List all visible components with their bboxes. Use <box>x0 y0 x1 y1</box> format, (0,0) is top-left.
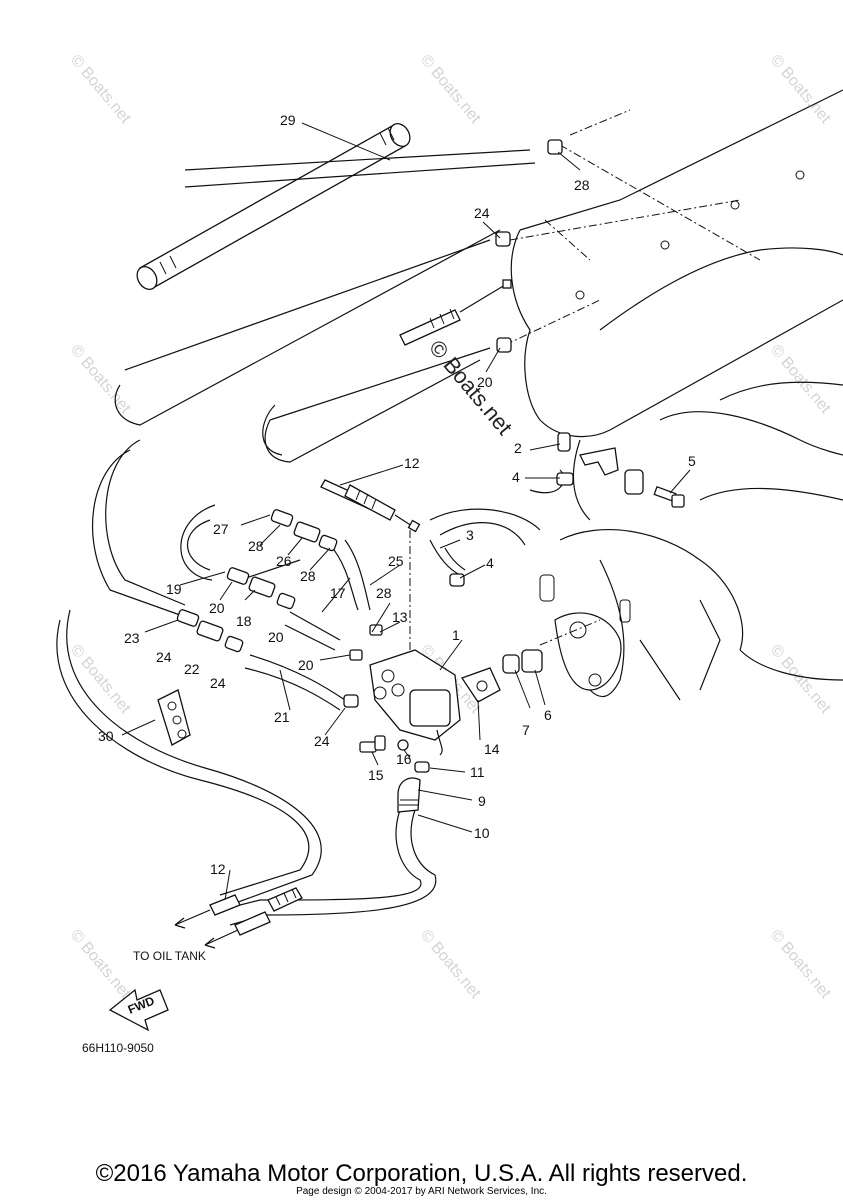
part-8-cable <box>320 279 512 533</box>
oil-tank-annotation: TO OIL TANK <box>133 949 206 963</box>
label-part-4: 4 <box>486 555 494 571</box>
label-part-10: 10 <box>474 825 490 841</box>
label-part-3: 3 <box>466 527 474 543</box>
watermark: © Boats.net <box>417 52 484 128</box>
watermark: © Boats.net <box>767 927 834 1003</box>
label-part-20: 20 <box>268 629 284 645</box>
label-part-29: 29 <box>280 112 296 128</box>
guide-lines <box>409 109 761 670</box>
label-part-26: 26 <box>276 553 292 569</box>
label-part-19: 19 <box>166 581 182 597</box>
watermarks: © Boats.net © Boats.net © Boats.net © Bo… <box>67 52 834 1003</box>
label-part-25: 25 <box>388 553 404 569</box>
watermark: © Boats.net <box>417 927 484 1003</box>
label-part-20: 20 <box>477 374 493 390</box>
label-part-24: 24 <box>156 649 172 665</box>
label-part-23: 23 <box>124 630 140 646</box>
label-part-28: 28 <box>248 538 264 554</box>
label-part-8: 12 <box>404 455 420 471</box>
label-part-13: 13 <box>392 609 408 625</box>
part-29-tube <box>136 123 411 290</box>
label-part-9: 9 <box>478 793 486 809</box>
label-part-12: 12 <box>210 861 226 877</box>
label-part-18: 18 <box>236 613 252 629</box>
part-11-clip <box>414 761 430 773</box>
part-12-lines <box>174 887 303 949</box>
label-part-15: 15 <box>368 767 384 783</box>
label-part-6: 6 <box>544 707 552 723</box>
label-part-20: 20 <box>298 657 314 673</box>
label-part-24: 24 <box>210 675 226 691</box>
label-part-14: 14 <box>484 741 500 757</box>
label-part-1: 1 <box>452 627 460 643</box>
part-15-bolt <box>359 735 386 753</box>
label-part-27: 27 <box>213 521 229 537</box>
parts-6-7-seals <box>502 649 543 674</box>
label-part-2: 2 <box>514 440 522 456</box>
connectors <box>176 139 574 708</box>
label-part-22: 22 <box>184 661 200 677</box>
page-design-credit: Page design © 2004-2017 by ARI Network S… <box>296 1186 547 1197</box>
diagram-code: 66H110-9050 <box>82 1041 154 1055</box>
label-part-28: 28 <box>574 177 590 193</box>
label-part-28: 28 <box>376 585 392 601</box>
watermark: © Boats.net <box>767 342 834 418</box>
watermark: © Boats.net <box>67 927 134 1003</box>
part-14-gasket <box>460 667 501 703</box>
label-part-17: 17 <box>330 585 346 601</box>
part-1-oil-pump <box>369 649 461 756</box>
label-part-20: 20 <box>209 600 225 616</box>
label-part-11: 11 <box>470 764 485 780</box>
watermark: © Boats.net <box>67 342 134 418</box>
part-2-bracket <box>557 432 644 495</box>
part-5-bolt <box>653 485 685 508</box>
watermark: © Boats.net <box>67 52 134 128</box>
copyright-notice: ©2016 Yamaha Motor Corporation, U.S.A. A… <box>95 1160 748 1187</box>
part-30-grommet <box>157 689 191 746</box>
label-part-4: 4 <box>512 469 520 485</box>
label-part-5: 5 <box>688 453 696 469</box>
label-part-21: 21 <box>274 709 290 725</box>
label-part-16: 16 <box>396 751 412 767</box>
label-part-24: 24 <box>314 733 330 749</box>
fwd-arrow: FWD <box>108 988 169 1032</box>
leader-lines <box>121 122 691 901</box>
label-part-28: 28 <box>300 568 316 584</box>
label-part-7: 7 <box>522 722 530 738</box>
part-labels: 29 28 24 20 12 2 4 5 3 4 25 28 13 1 27 2… <box>98 112 696 877</box>
part-9-hose <box>397 777 421 813</box>
watermark: © Boats.net <box>767 52 834 128</box>
part-16-washer <box>397 739 409 751</box>
label-part-30: 30 <box>98 728 114 744</box>
engine-block <box>510 89 843 701</box>
label-part-24: 24 <box>474 205 490 221</box>
